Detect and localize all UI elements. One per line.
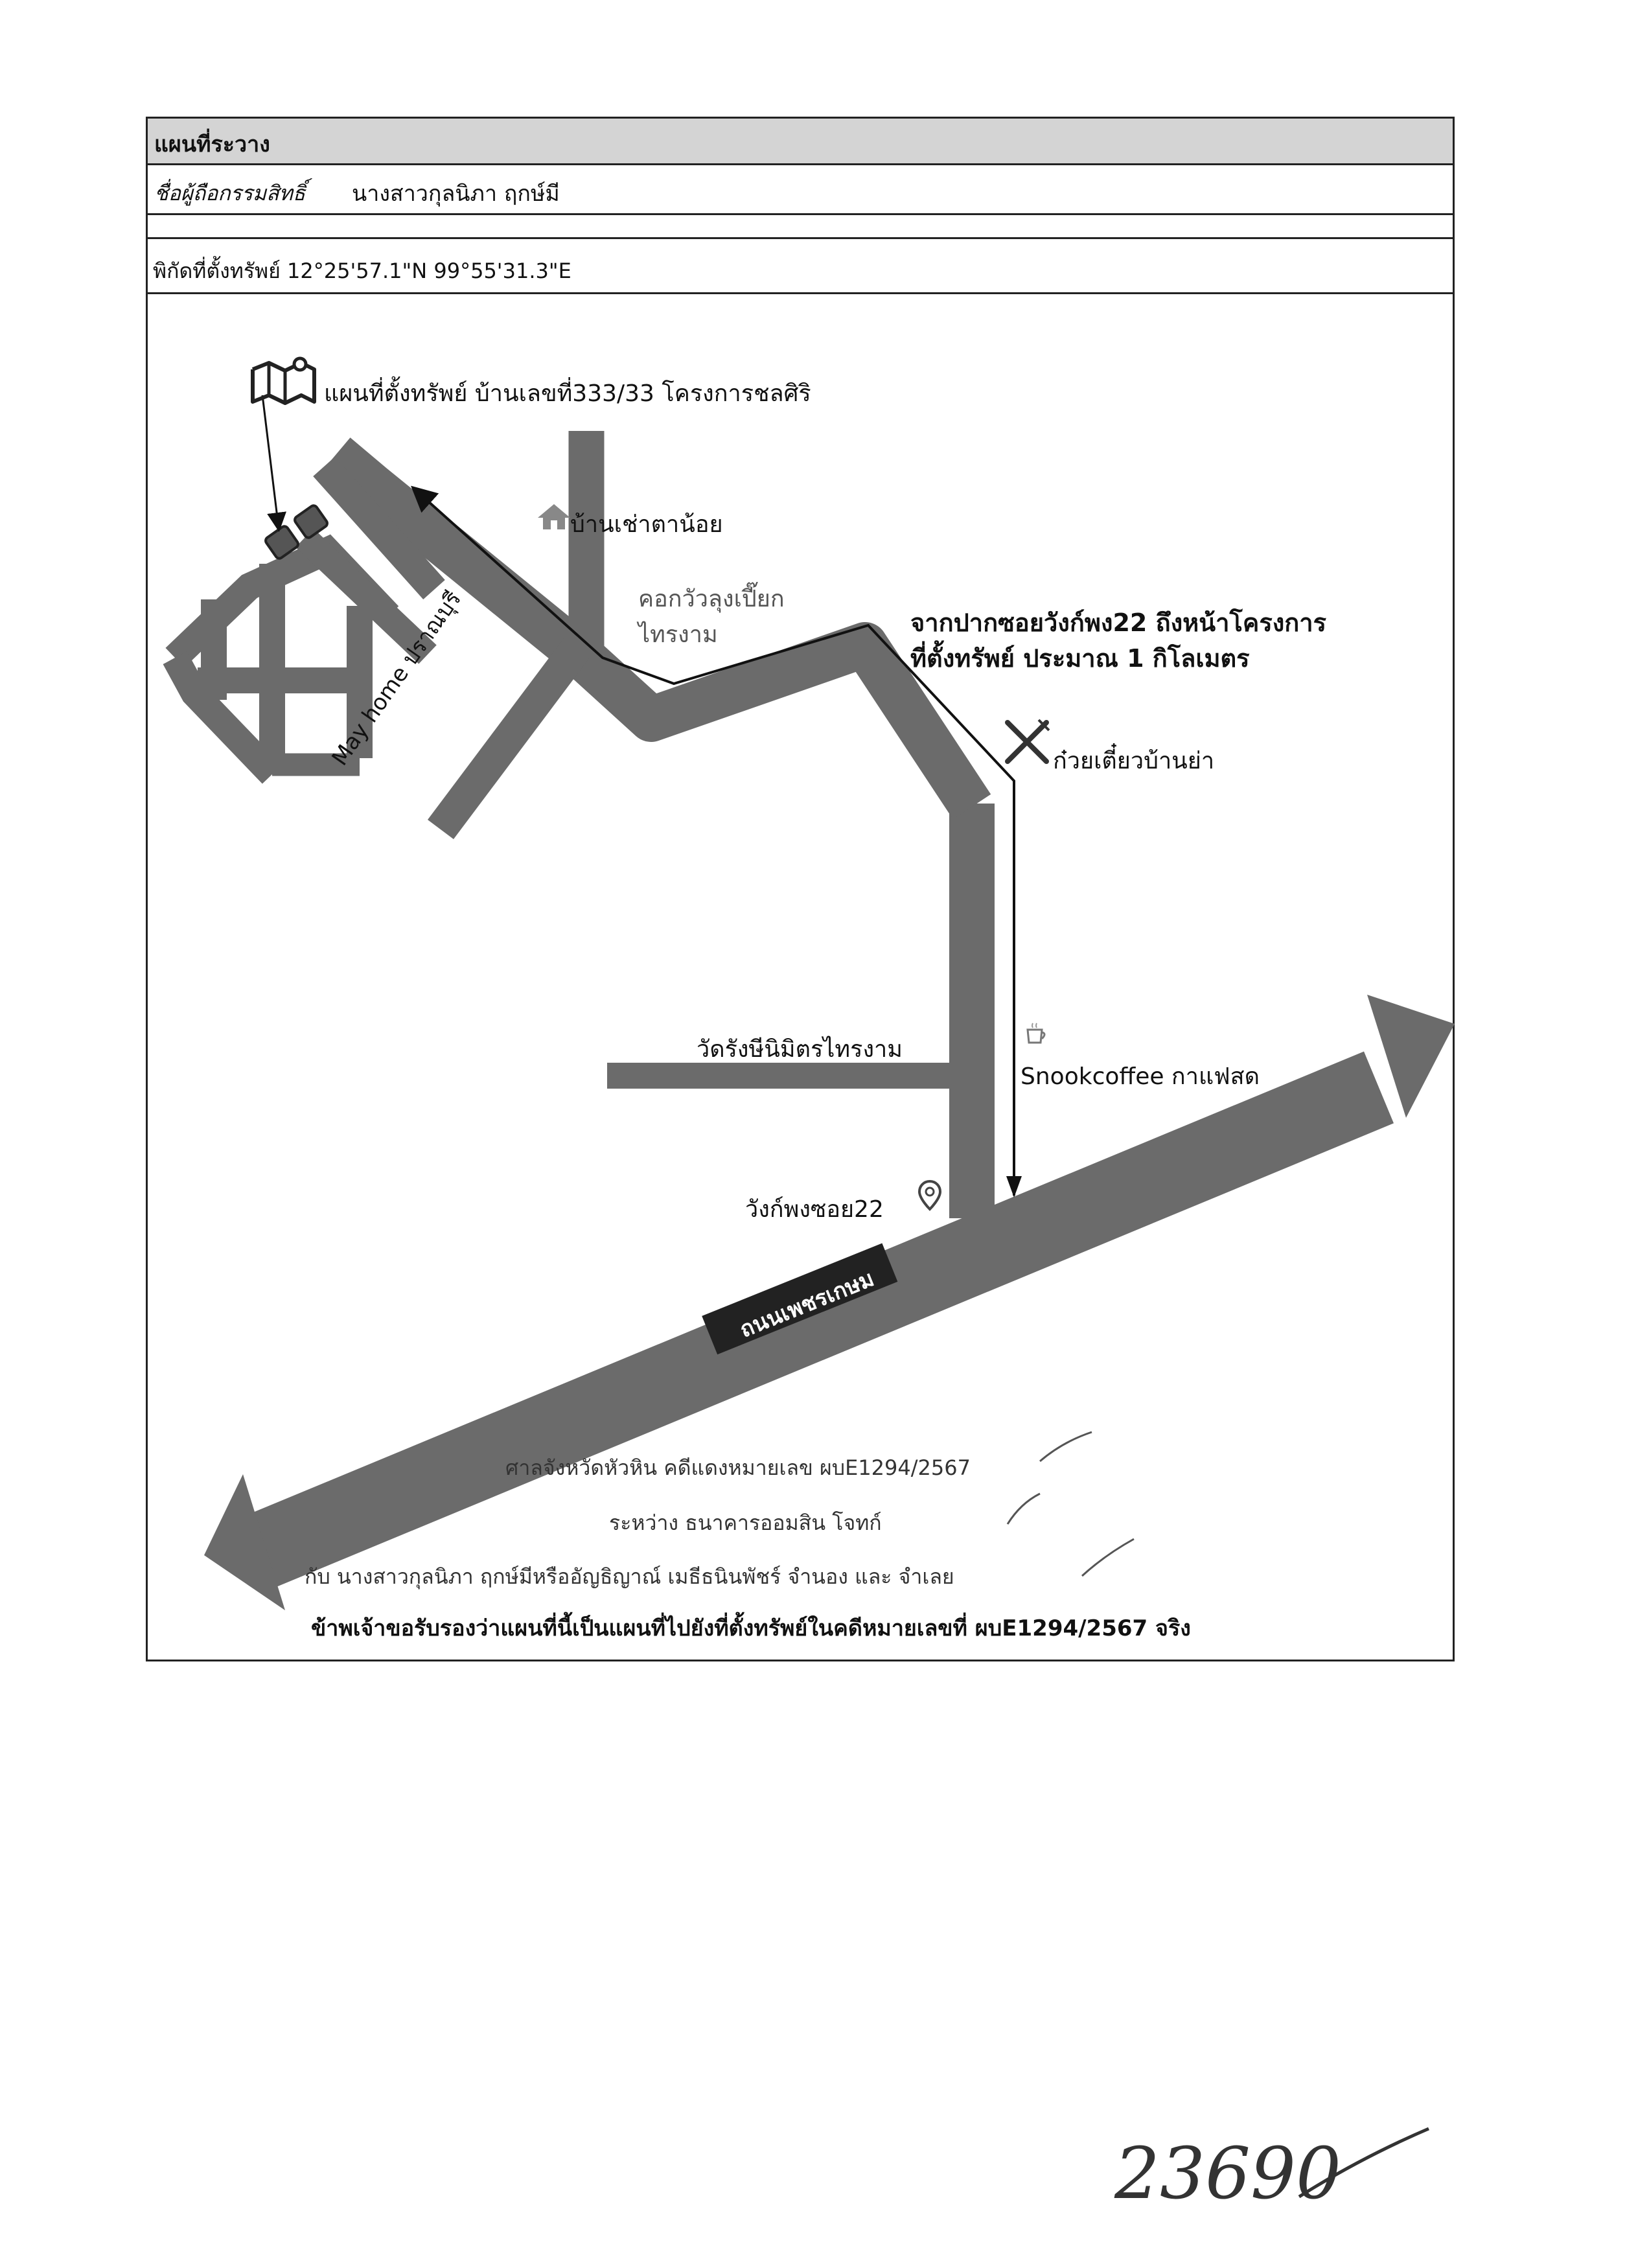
coffee-cup-icon [1026,1023,1046,1044]
house-icon [538,504,570,529]
project-block [163,456,445,784]
location-pin-icon [917,1179,942,1211]
rental-house-label: บ้านเช่าตาน้อย [570,511,723,538]
certify-text: ข้าพเจ้าขอรับรองว่าแผนที่นี้เป็นแผนที่ไป… [311,1615,1191,1641]
handwritten-stroke [1298,2127,1429,2199]
route-end-arrow [1006,1176,1022,1198]
location-title: แผนที่ตั้งทรัพย์ บ้านเลขที่333/33 โครงกา… [324,380,811,407]
soi-main-route [321,437,991,820]
main-road-label-box [702,1243,898,1355]
owner-label: ชื่อผู้ถือกรรมสิทธิ์ [154,181,306,205]
defendant-text: กับ นางสาวกุลนิภา ฤกษ์มีหรืออัญธิญาณ์ เม… [305,1564,954,1589]
coffee-label: Snookcoffee กาแฟสด [1021,1063,1260,1090]
distance-note-1: จากปากซอยวังก์พง22 ถึงหน้าโครงการ [910,608,1327,637]
noodle-shop-label: ก๋วยเตี๋ยวบ้านย่า [1053,748,1215,774]
coordinates-text: พิกัดที่ตั้งทรัพย์ 12°25'57.1"N 99°55'31… [153,259,571,283]
between-text: ระหว่าง ธนาคารออมสิน โจทก์ [609,1510,882,1535]
map-frame [146,117,1455,1661]
map-pin-icon [251,356,316,405]
property-house-markers [264,504,329,560]
distance-note-2: ที่ตั้งทรัพย์ ประมาณ 1 กิโลเมตร [910,644,1250,673]
cowshed-label-1: คอกวัวลุงเปี๊ยก [638,586,785,612]
map-title: แผนที่ระวาง [154,132,270,157]
coordinates-row: พิกัดที่ตั้งทรัพย์ 12°25'57.1"N 99°55'31… [146,237,1455,294]
soi22-label: วังก์พงซอย22 [745,1196,884,1223]
check-mark-1 [1039,1431,1092,1463]
handwritten-number: 23690 [1114,2132,1341,2215]
owner-name: นางสาวกุลนิภา ฤกษ์มี [352,181,560,207]
fork-knife-icon [1005,719,1050,764]
court-text: ศาลจังหวัดหัวหิน คดีแดงหมายเลข ผบE1294/2… [505,1455,971,1480]
main-road-highway [204,995,1455,1610]
pointer-line [261,395,286,532]
may-home-road [428,638,590,839]
check-mark-3 [1081,1538,1135,1577]
check-mark-2 [1006,1492,1041,1525]
route-line [411,485,1015,1196]
cowshed-label-2: ไทรงาม [638,621,718,648]
temple-label: วัดรังษีนิมิตรไทรงาม [697,1036,903,1063]
